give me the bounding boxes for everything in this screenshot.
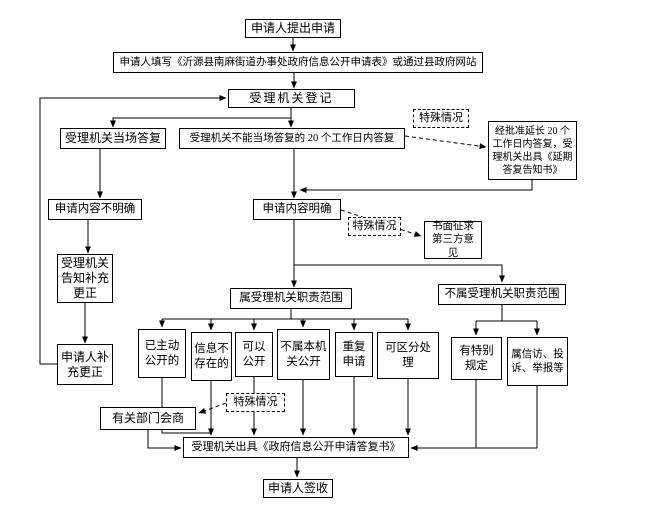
in-scope-node: 属受理机关职责范围 <box>230 288 352 309</box>
connector-clear-to-outscope <box>294 264 505 283</box>
connector-right-group-down <box>475 380 538 448</box>
onsite-reply-node: 受理机关当场答复 <box>60 128 166 149</box>
sign-receipt-node: 申请人签收 <box>263 479 333 498</box>
special-case-bottom-node: 特殊情况 <box>226 393 285 412</box>
connector-inscope-branch <box>162 309 408 320</box>
separable-node: 可区分处理 <box>377 332 439 379</box>
applicant-amend-node: 申请人补充更正 <box>57 344 113 385</box>
content-unclear-node: 申请内容不明确 <box>48 199 142 220</box>
connector-extension-return <box>299 180 533 193</box>
connector-special-to-extension <box>404 135 487 150</box>
special-case-top-node: 特殊情况 <box>413 109 469 128</box>
special-provision-node: 有特别规定 <box>451 337 502 380</box>
extension-node: 经批准延长 20 个工作日内答复，受理机关出具《延期答复告知书》 <box>488 121 577 180</box>
connector-consult-to-reply <box>147 430 182 451</box>
connector-alreadypublic-join <box>161 378 211 434</box>
dept-consult-node: 有关部门会商 <box>100 407 196 430</box>
notify-amend-node: 受理机关告知补充更正 <box>57 254 113 303</box>
reply-letter-node: 受理机关出具《政府信息公开申请答复书》 <box>183 437 409 458</box>
register-node: 受理机关登记 <box>228 89 355 108</box>
petition-channel-node: 属信访、投诉、举报等 <box>507 337 568 386</box>
start-node: 申请人提出申请 <box>245 19 341 38</box>
repeat-request-node: 重复申请 <box>335 332 373 377</box>
connector-register-to-onsite <box>110 117 291 128</box>
info-not-exist-node: 信息不存在的 <box>191 332 232 381</box>
connector-outscope-branch <box>476 305 537 322</box>
fill-form-node: 申请人填写《沂源县南麻街道办事处政府信息公开申请表》或通过县政府网站 <box>113 52 483 73</box>
content-clear-node: 申请内容明确 <box>253 199 341 220</box>
not-this-authority-node: 不属本机关公开 <box>277 329 330 380</box>
special-case-mid-node: 特殊情况 <box>348 217 401 236</box>
deferred-reply-node: 受理机关不能当场答复的 20 个工作日内答复 <box>179 128 405 149</box>
can-disclose-node: 可以公开 <box>235 332 273 377</box>
out-of-scope-node: 不属受理机关职责范围 <box>438 284 566 305</box>
connector-special-to-consult <box>198 402 227 414</box>
connector-amend-loop-to-register <box>39 95 227 365</box>
already-public-node: 已主动公开的 <box>138 329 186 378</box>
third-party-node: 书面征求第三方意见 <box>424 221 482 259</box>
